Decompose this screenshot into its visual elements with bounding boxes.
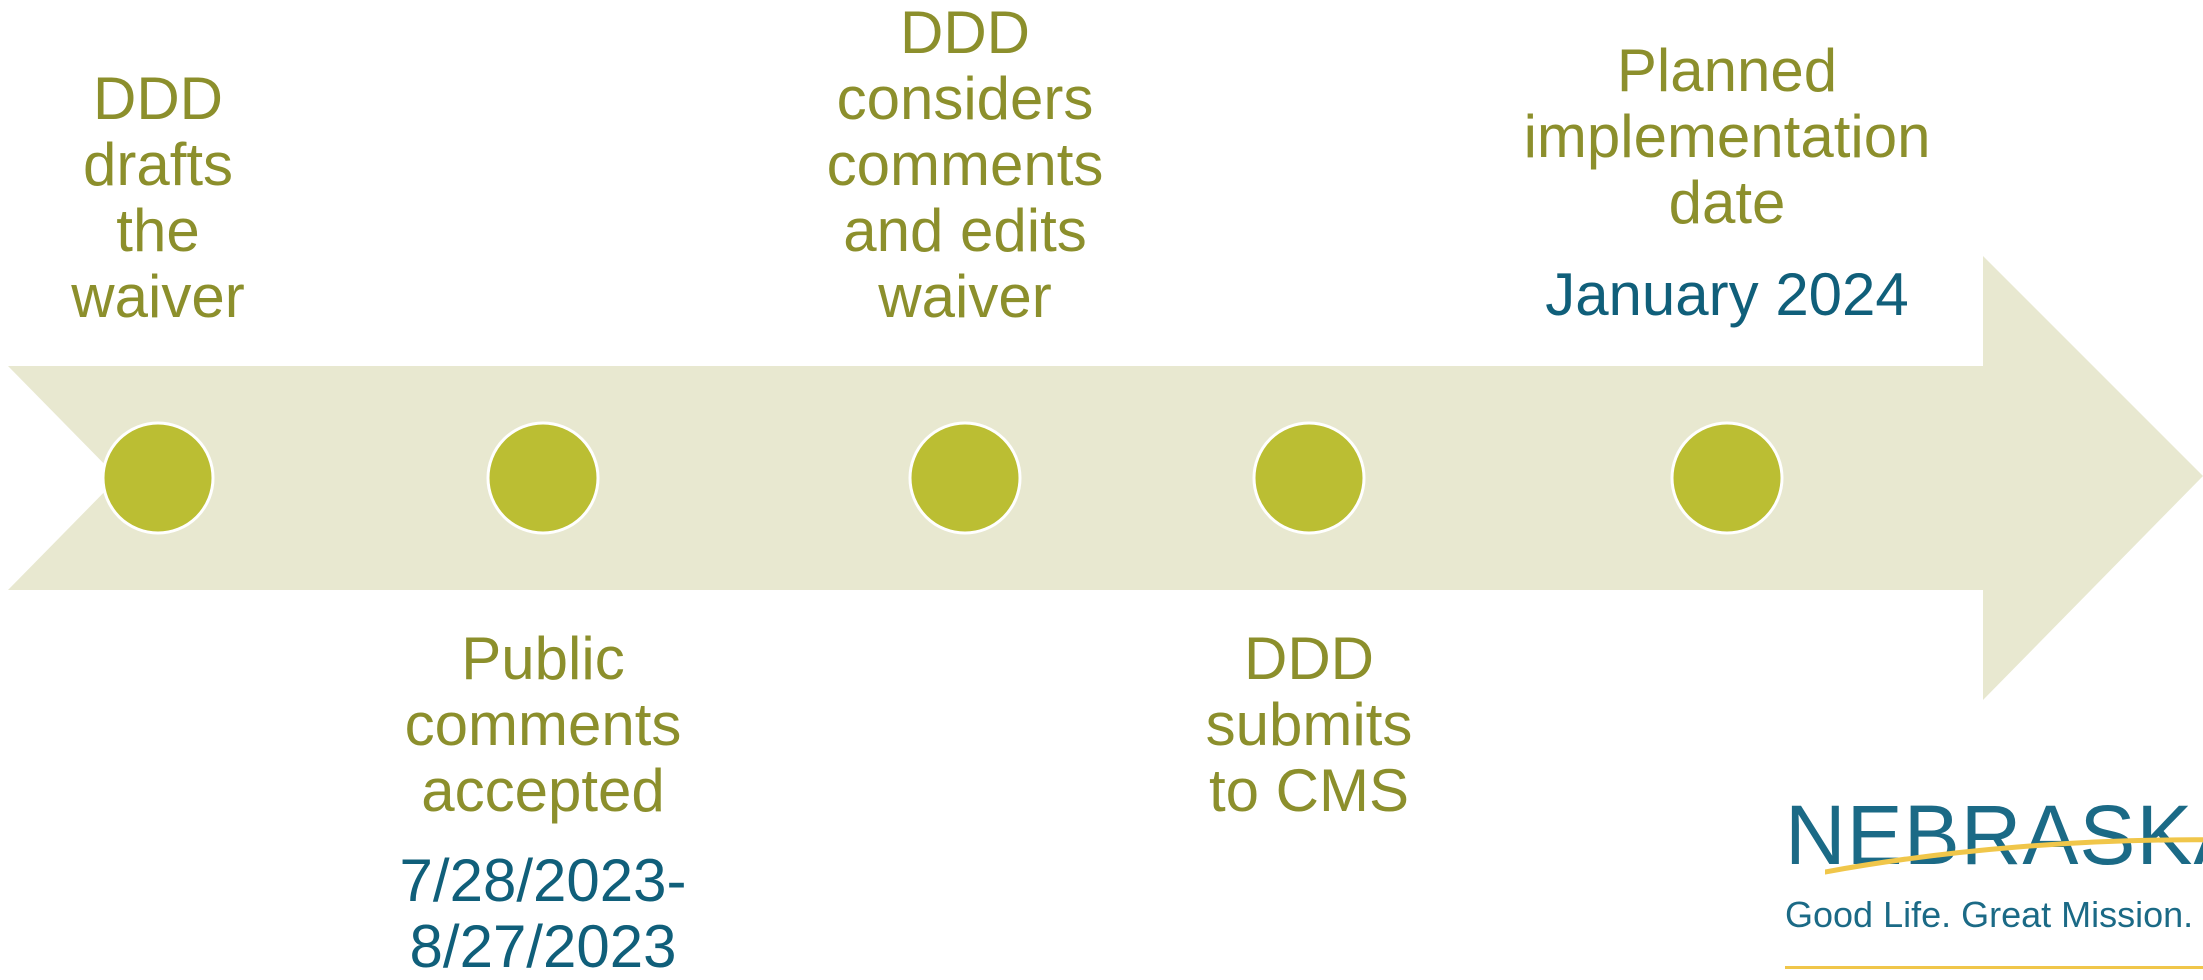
milestone-1-label: DDD drafts the waiver [71, 65, 245, 330]
milestone-3-node [908, 421, 1022, 535]
nebraska-logo: NEBRASKA Good Life. Great Mission. [1785, 790, 2203, 976]
milestone-4-node [1252, 421, 1366, 535]
logo-tagline: Good Life. Great Mission. [1785, 894, 2194, 935]
milestone-5-label: Planned implementation date [1523, 37, 1931, 236]
logo-underline [1785, 966, 2203, 969]
milestone-5-date: January 2024 [1545, 261, 1909, 328]
timeline-arrow [8, 256, 2203, 700]
milestone-3-label: DDD considers comments and edits waiver [826, 0, 1104, 330]
milestone-2-date: 7/28/2023- 8/27/2023 [399, 847, 687, 980]
milestone-1-node [101, 421, 215, 535]
milestone-2-label: Public comments accepted [404, 625, 682, 824]
milestone-4-label: DDD submits to CMS [1205, 625, 1413, 824]
milestone-5-node [1670, 421, 1784, 535]
logo-swoosh-icon [1825, 837, 2203, 875]
milestone-2-node [486, 421, 600, 535]
